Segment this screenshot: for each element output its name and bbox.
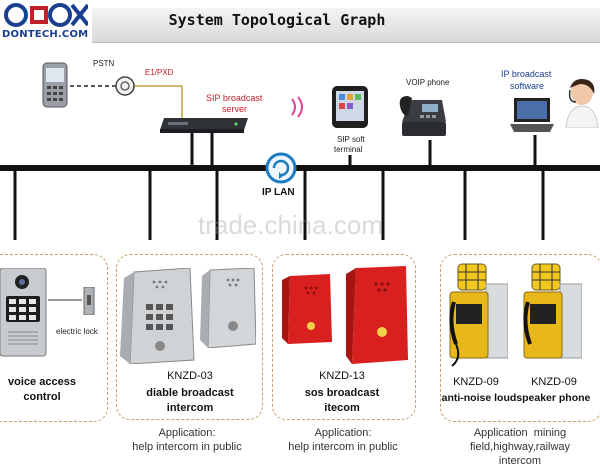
watermark-text: trade.china.com	[198, 210, 383, 240]
knzd-09-phone-icon-a	[449, 263, 508, 367]
group-box-voice-access	[0, 254, 108, 422]
knzd-13-sos-icon-a	[282, 274, 332, 344]
sip-soft-label-1: SIP soft	[337, 135, 365, 144]
sip-soft-label-2: terminal	[334, 145, 363, 154]
wireless-signal-icon	[291, 96, 303, 118]
mobile-phone-icon	[42, 62, 68, 108]
knzd-13-app-1: Application:	[314, 427, 372, 439]
operator-person-icon	[565, 79, 599, 128]
group-box-knzd-03	[116, 254, 263, 420]
knzd-09-phone-icon-b	[523, 263, 582, 359]
knzd-13-app-2: help intercom in public	[288, 441, 398, 453]
sip-server-label-2: server	[222, 104, 248, 114]
knzd-13-name-1: sos broadcast	[304, 387, 380, 399]
knzd-09-name: anti-noise loudspeaker phone	[441, 392, 591, 404]
sip-server-icon	[160, 118, 248, 133]
ip-broadcast-label-2: software	[510, 81, 545, 91]
sip-server-label-1: SIP broadcast	[206, 93, 263, 103]
group-box-knzd-09	[440, 254, 600, 422]
ip-lan-hub-icon	[265, 152, 297, 184]
laptop-icon	[510, 98, 554, 132]
voip-phone-icon	[399, 96, 446, 136]
group-box-knzd-13	[272, 254, 416, 420]
knzd-13-name-2: itecom	[324, 402, 360, 414]
knzd-09-model-b: KNZD-09	[531, 376, 577, 388]
title-bar	[92, 8, 600, 43]
voice-access-name-2: control	[23, 391, 61, 403]
pstn-node-icon	[115, 76, 135, 96]
electric-lock-icon	[83, 287, 95, 315]
knzd-03-app-1: Application:	[158, 427, 216, 439]
knzd-03-model: KNZD-03	[167, 370, 213, 382]
knzd-13-model: KNZD-13	[319, 370, 365, 382]
page-title: System Topological Graph	[168, 11, 386, 29]
knzd-09-model-a: KNZD-09	[453, 376, 499, 388]
smartphone-icon	[332, 86, 368, 128]
knzd-03-name-1: diable broadcast	[146, 387, 234, 399]
knzd-03-app-2: help intercom in public	[132, 441, 242, 453]
ip-lan-label: IP LAN	[262, 187, 295, 198]
dontech-logo-icon	[4, 3, 88, 27]
knzd-03-intercom-icon-a	[120, 268, 195, 364]
electric-lock-label: electric lock	[56, 327, 98, 336]
knzd-03-intercom-icon-b	[200, 268, 256, 348]
ip-broadcast-label-1: IP broadcast	[501, 69, 552, 79]
knzd-09-app-3: intercom	[498, 455, 542, 467]
voip-phone-label: VOIP phone	[406, 78, 450, 87]
voice-access-panel-icon	[0, 268, 47, 357]
knzd-09-app-2: field,highway,railway	[469, 441, 571, 453]
voice-access-name-1: voice access	[8, 376, 76, 388]
knzd-13-sos-icon-b	[346, 266, 408, 364]
pstn-label: PSTN	[93, 59, 115, 68]
logo-text: DONTECH.COM	[2, 29, 89, 40]
knzd-03-name-2: intercom	[166, 402, 214, 414]
e1-pxd-label: E1/PXD	[145, 68, 174, 77]
knzd-09-app-1: Application mining	[473, 427, 567, 439]
